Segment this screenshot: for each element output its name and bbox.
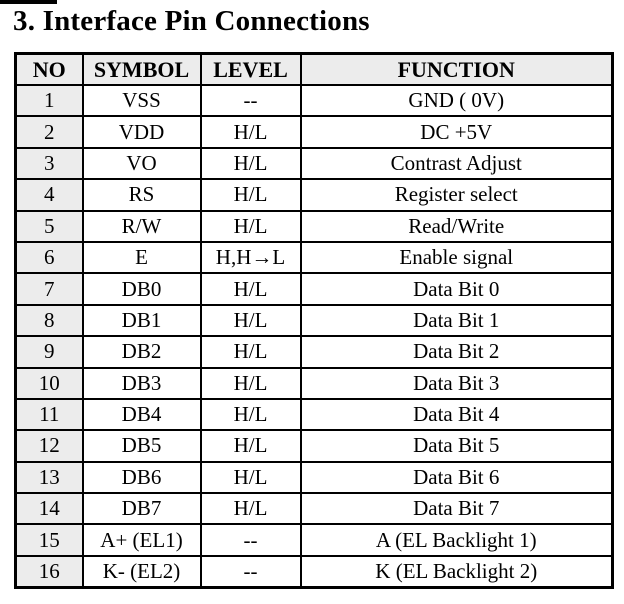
cell-no: 6 (14, 240, 84, 275)
cell-function: Data Bit 3 (299, 366, 614, 400)
cell-level: H,H→L (199, 240, 302, 275)
cell-level: H/L (199, 429, 302, 463)
section-title: 3. Interface Pin Connections (13, 5, 370, 37)
cell-symbol: DB5 (81, 429, 202, 463)
cell-symbol: DB2 (81, 335, 202, 369)
cell-no: 10 (14, 366, 84, 400)
cell-function: Contrast Adjust (299, 146, 614, 181)
cell-function: K (EL Backlight 2) (299, 554, 614, 589)
cell-function: Data Bit 0 (299, 272, 614, 306)
cell-function: GND ( 0V) (299, 83, 614, 118)
cell-function: Data Bit 2 (299, 335, 614, 369)
cell-symbol: DB4 (81, 397, 202, 432)
cell-level: -- (199, 83, 302, 118)
cell-no: 9 (14, 335, 84, 369)
cell-no: 5 (14, 209, 84, 243)
cell-level: H/L (199, 335, 302, 369)
cell-function: Data Bit 7 (299, 492, 614, 526)
cell-level: H/L (199, 366, 302, 400)
cell-no: 14 (14, 492, 84, 526)
cell-level: H/L (199, 146, 302, 181)
cell-level: H/L (199, 178, 302, 212)
cell-function: A (EL Backlight 1) (299, 523, 614, 557)
cell-level: -- (199, 554, 302, 589)
cell-symbol: VO (81, 146, 202, 181)
cell-symbol: E (81, 240, 202, 275)
cell-symbol: VDD (81, 115, 202, 149)
cell-no: 2 (14, 115, 84, 149)
cell-function: Data Bit 4 (299, 397, 614, 432)
cell-function: Data Bit 5 (299, 429, 614, 463)
cell-no: 7 (14, 272, 84, 306)
cell-level: H/L (199, 492, 302, 526)
col-header-level: LEVEL (199, 52, 302, 86)
col-header-no: NO (14, 52, 84, 86)
table-header-row: NO SYMBOL LEVEL FUNCTION (14, 52, 614, 86)
cell-function: Data Bit 1 (299, 303, 614, 338)
cell-no: 1 (14, 83, 84, 118)
cell-symbol: RS (81, 178, 202, 212)
col-header-function: FUNCTION (299, 52, 614, 86)
cell-level: H/L (199, 272, 302, 306)
cell-symbol: DB1 (81, 303, 202, 338)
cell-no: 4 (14, 178, 84, 212)
cell-level: H/L (199, 209, 302, 243)
cell-level: H/L (199, 115, 302, 149)
cell-symbol: DB6 (81, 460, 202, 495)
cell-symbol: DB0 (81, 272, 202, 306)
cell-symbol: R/W (81, 209, 202, 243)
cell-no: 15 (14, 523, 84, 557)
cell-level: H/L (199, 303, 302, 338)
cell-function: Data Bit 6 (299, 460, 614, 495)
cell-symbol: K- (EL2) (81, 554, 202, 589)
cell-level: -- (199, 523, 302, 557)
cell-function: Register select (299, 178, 614, 212)
cell-function: Enable signal (299, 240, 614, 275)
cell-no: 11 (14, 397, 84, 432)
cell-symbol: A+ (EL1) (81, 523, 202, 557)
cell-symbol: DB7 (81, 492, 202, 526)
cell-function: DC +5V (299, 115, 614, 149)
cell-no: 3 (14, 146, 84, 181)
cell-no: 16 (14, 554, 84, 589)
cell-no: 13 (14, 460, 84, 495)
cell-level: H/L (199, 397, 302, 432)
cell-symbol: DB3 (81, 366, 202, 400)
cell-function: Read/Write (299, 209, 614, 243)
cell-level: H/L (199, 460, 302, 495)
cell-no: 12 (14, 429, 84, 463)
top-crop-bar (0, 0, 57, 4)
cell-symbol: VSS (81, 83, 202, 118)
col-header-symbol: SYMBOL (81, 52, 202, 86)
cell-no: 8 (14, 303, 84, 338)
